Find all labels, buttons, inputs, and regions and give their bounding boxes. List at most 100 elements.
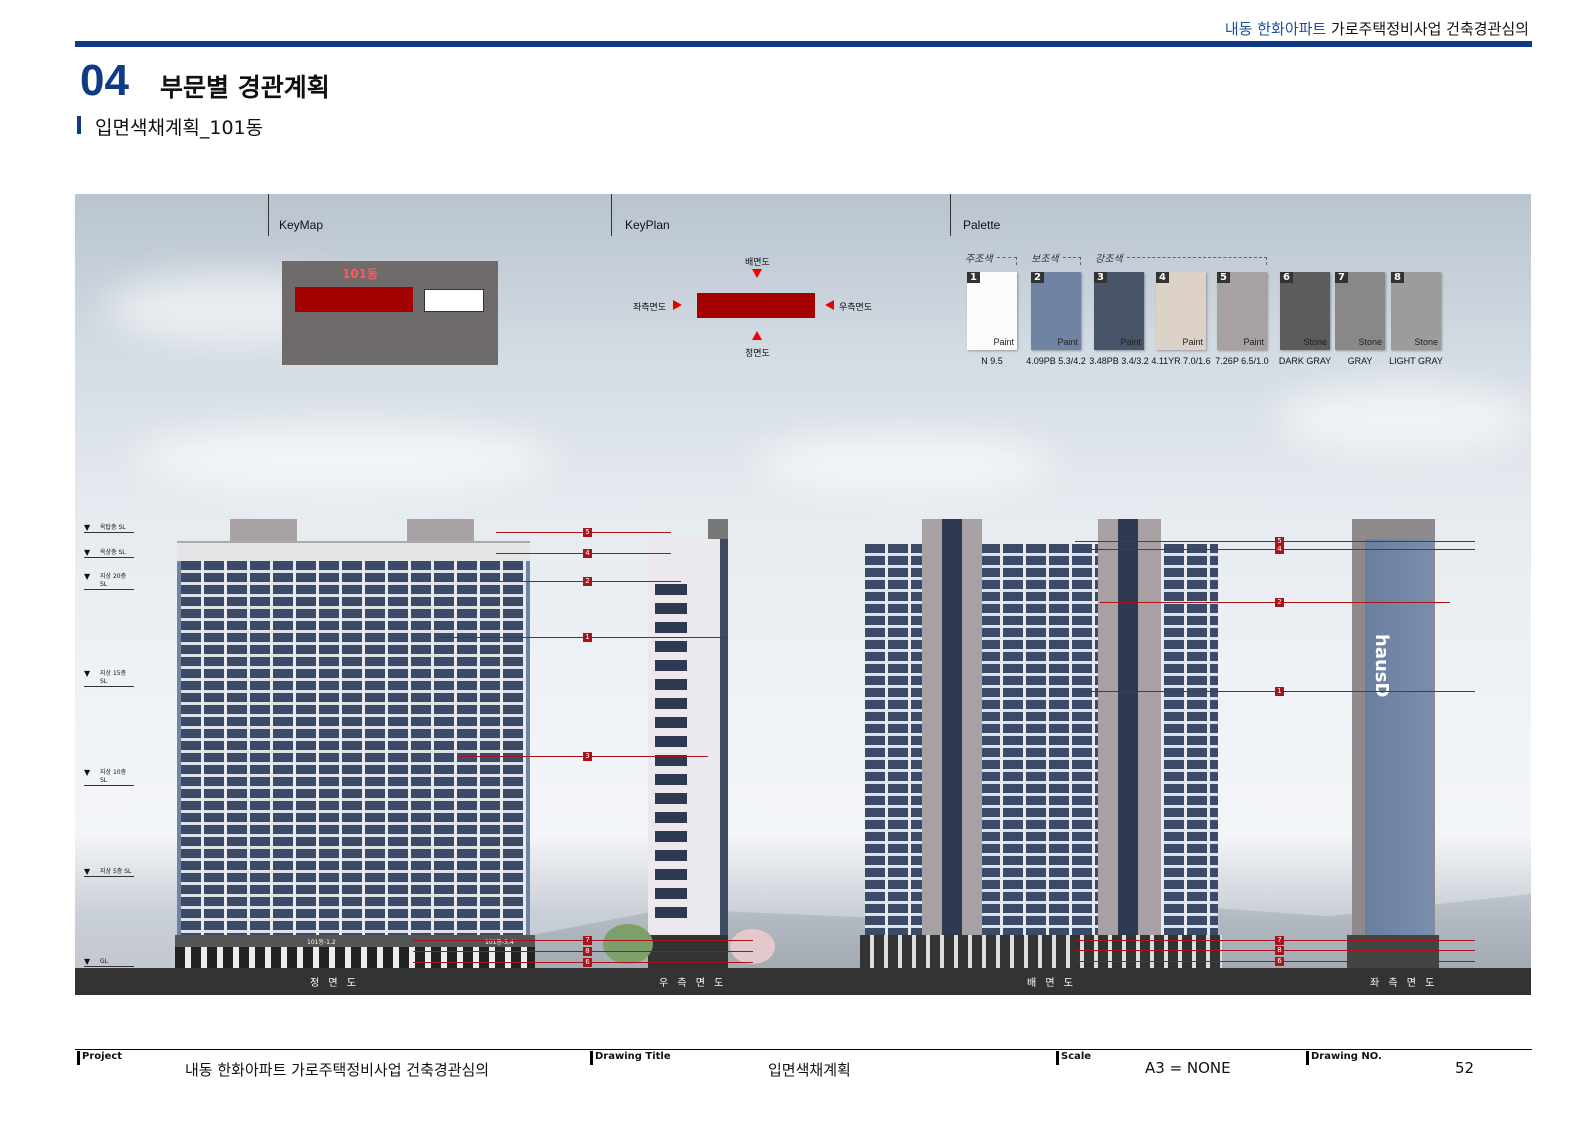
rear-core-tower (922, 519, 982, 935)
footer-drawing-no: 52 (1455, 1059, 1475, 1077)
swatch-material: Stone (1414, 337, 1438, 347)
divider (611, 194, 612, 236)
roof-parapet (177, 541, 530, 561)
right-elevation-label: 우 측 면 도 (659, 978, 727, 989)
color-marker: 4 (583, 549, 592, 558)
keymap-building-other (424, 289, 484, 312)
level-mark: 옥탑층 SL (84, 524, 134, 533)
left-elevation-panel (1365, 539, 1433, 935)
arrow-up-icon (752, 331, 762, 340)
color-marker: 5 (583, 528, 592, 537)
footer-scale-label: Scale (1056, 1051, 1091, 1065)
color-marker: 2 (1275, 598, 1284, 607)
swatch-number: 4 (1156, 272, 1169, 283)
palette-group-accent: 강조색 (1095, 254, 1123, 265)
swatch-code: 7.26P 6.5/1.0 (1215, 356, 1269, 366)
keyplan-rear: 배면도 (745, 258, 770, 268)
swatch-number: 2 (1031, 272, 1044, 283)
rooftop-structure (708, 519, 728, 539)
right-elevation-windows (655, 584, 687, 924)
swatch-material: Paint (1057, 337, 1078, 347)
building-sign: 101동-3,4 (485, 939, 514, 946)
rear-elevation-label: 배 면 도 (1027, 978, 1076, 989)
color-marker: 1 (1275, 687, 1284, 696)
swatch-material: Stone (1358, 337, 1382, 347)
swatch-number: 7 (1335, 272, 1348, 283)
front-base-band (175, 935, 535, 947)
color-marker: 8 (583, 947, 592, 956)
level-mark: 지상 20층 SL (84, 573, 134, 590)
swatch-code: 3.48PB 3.4/3.2 (1089, 356, 1149, 366)
level-mark: GL (84, 958, 134, 967)
header-rule (75, 41, 1532, 47)
level-mark: 지상 15층 SL (84, 670, 134, 687)
rooftop-structure (230, 519, 297, 541)
footer-scale: A3 = NONE (1145, 1059, 1231, 1077)
divider (950, 194, 951, 236)
section-title: 부문별 경관계획 (160, 73, 330, 102)
swatch-code: GRAY (1347, 356, 1373, 366)
color-marker: 3 (583, 752, 592, 761)
cloud (135, 424, 555, 494)
swatch-number: 3 (1094, 272, 1107, 283)
group-bracket (997, 257, 1017, 265)
keyplan-building (697, 293, 815, 318)
footer-title-label: Drawing Title (590, 1051, 671, 1065)
swatch-material: Paint (1243, 337, 1264, 347)
swatch-code: DARK GRAY (1278, 356, 1332, 366)
front-elevation-building (177, 561, 530, 935)
brand-sign: hausD (1371, 634, 1392, 698)
swatch-material: Paint (1182, 337, 1203, 347)
left-elevation-label: 좌 측 면 도 (1370, 978, 1438, 989)
rear-core-tower (1098, 519, 1161, 935)
color-marker: 7 (1275, 936, 1284, 945)
swatch-material: Paint (1120, 337, 1141, 347)
footer-project: 내동 한화아파트 가로주택정비사업 건축경관심의 (185, 1061, 490, 1079)
keyplan-label: KeyPlan (625, 218, 670, 232)
palette-label: Palette (963, 218, 1001, 232)
cloud (1275, 384, 1531, 454)
group-bracket (1063, 257, 1081, 265)
color-marker: 6 (583, 958, 592, 967)
footer-rule (75, 1049, 1532, 1050)
swatch-code: N 9.5 (981, 356, 1003, 366)
divider (268, 194, 269, 236)
color-marker: 7 (583, 936, 592, 945)
color-marker: 1 (583, 633, 592, 642)
color-marker: 6 (1275, 957, 1284, 966)
swatch-code: 4.11YR 7.0/1.6 (1151, 356, 1211, 366)
keymap: 101동 (282, 261, 498, 365)
level-mark: 옥상층 SL (84, 549, 134, 558)
keyplan-front: 정면도 (745, 349, 770, 359)
header-project-rest: 가로주택정비사업 건축경관심의 (1331, 20, 1529, 38)
document-header: 내동 한화아파트 가로주택정비사업 건축경관심의 (1225, 18, 1529, 39)
tree (603, 924, 653, 964)
footer-title: 입면색채계획 (768, 1061, 851, 1079)
arrow-down-icon (752, 269, 762, 278)
elevation-drawing-panel: KeyMap KeyPlan Palette 101동 배면도 좌측면도 우측면… (75, 194, 1531, 995)
footer-drawing-no-label: Drawing NO. (1306, 1051, 1382, 1065)
swatch-number: 8 (1391, 272, 1404, 283)
arrow-right-icon (673, 300, 682, 310)
keyplan-left: 좌측면도 (633, 303, 667, 313)
ground-band (75, 968, 1531, 995)
level-mark: 지상 10층 SL (84, 769, 134, 786)
swatch-material: Paint (993, 337, 1014, 347)
swatch-number: 5 (1217, 272, 1230, 283)
subtitle: 입면색채계획_101동 (95, 117, 264, 139)
color-marker: 2 (583, 577, 592, 586)
front-elevation-label: 정 면 도 (310, 978, 359, 989)
subtitle-marker (77, 116, 81, 134)
footer-project-label: Project (77, 1051, 122, 1065)
keymap-label: KeyMap (279, 218, 324, 232)
group-bracket (1127, 257, 1267, 265)
level-mark: 지상 5층 SL (84, 868, 134, 877)
